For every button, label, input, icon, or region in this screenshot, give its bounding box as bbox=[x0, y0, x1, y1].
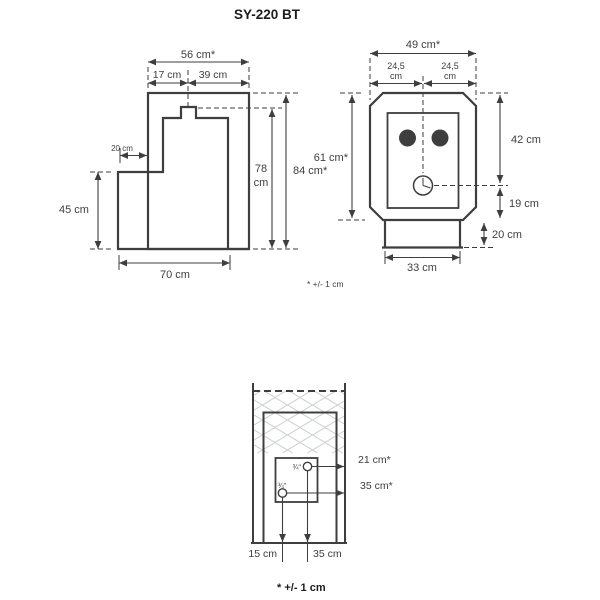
dim-label-lower-height: 19 cm bbox=[509, 198, 539, 210]
rear-view-connection-box bbox=[274, 457, 319, 503]
dim-label-half-left-unit: cm bbox=[390, 71, 402, 81]
dim-label-upper-height: 42 cm bbox=[511, 134, 541, 146]
side-view-diagram: 56 cm* 17 cm 39 cm 20 cm 45 cm 70 cm 78 … bbox=[59, 49, 328, 281]
dim-label-body-height-value: 78 bbox=[255, 163, 267, 175]
dim-label-half-left-value: 24,5 bbox=[387, 61, 405, 71]
dim-label-width-left: 17 cm bbox=[153, 69, 182, 81]
dim-label-width-total: 56 cm* bbox=[181, 49, 216, 61]
dim-label-bottom-fitting-side: 35 cm* bbox=[360, 480, 393, 492]
vent-hole-right-icon bbox=[431, 129, 449, 147]
dim-label-half-right-unit: cm bbox=[444, 71, 456, 81]
dim-label-step-depth: 20 cm bbox=[111, 144, 133, 153]
dim-label-width-right: 39 cm bbox=[199, 69, 228, 81]
dim-label-front-width: 49 cm* bbox=[406, 39, 441, 51]
dim-label-base-height: 20 cm bbox=[492, 229, 522, 241]
front-view-body-outline bbox=[368, 91, 478, 222]
side-view-stove-outline bbox=[116, 105, 230, 249]
dim-label-top-fitting-offset: 35 cm bbox=[313, 548, 342, 560]
dim-label-bottom-width: 70 cm bbox=[160, 269, 190, 281]
vent-hole-left-icon bbox=[399, 129, 416, 147]
dim-label-step-height: 45 cm bbox=[59, 204, 89, 216]
pipe-fitting-bottom-icon bbox=[277, 488, 288, 498]
dim-label-total-height: 84 cm* bbox=[293, 165, 328, 177]
dim-label-top-fitting-side: 21 cm* bbox=[358, 454, 391, 466]
dim-label-base-width: 33 cm bbox=[407, 262, 437, 274]
dim-label-bottom-fitting-offset: 15 cm bbox=[248, 548, 277, 560]
fitting-top-label: ¾" bbox=[293, 465, 302, 472]
pipe-fitting-top-icon bbox=[302, 461, 313, 472]
fitting-bottom-label: ¾" bbox=[278, 483, 287, 490]
rear-view-diagram: ¾" ¾" 21 cm* 35 cm* 15 cm 35 cm * +/- 1 … bbox=[248, 383, 393, 594]
front-view-diagram: 49 cm* 24,5 cm 24,5 cm 61 cm* 42 cm 19 c… bbox=[307, 39, 541, 289]
page-title: SY-220 BT bbox=[234, 7, 301, 22]
dim-label-body-height-unit: cm bbox=[254, 177, 269, 189]
tolerance-note: * +/- 1 cm bbox=[307, 279, 344, 289]
rear-view-body-outline bbox=[262, 411, 338, 543]
dim-label-half-right-value: 24,5 bbox=[441, 61, 459, 71]
rear-view-hatch-fill bbox=[254, 391, 345, 453]
dial-hand-right bbox=[422, 185, 431, 189]
dim-label-front-height: 61 cm* bbox=[314, 152, 349, 164]
tolerance-note-bottom: * +/- 1 cm bbox=[277, 582, 326, 594]
